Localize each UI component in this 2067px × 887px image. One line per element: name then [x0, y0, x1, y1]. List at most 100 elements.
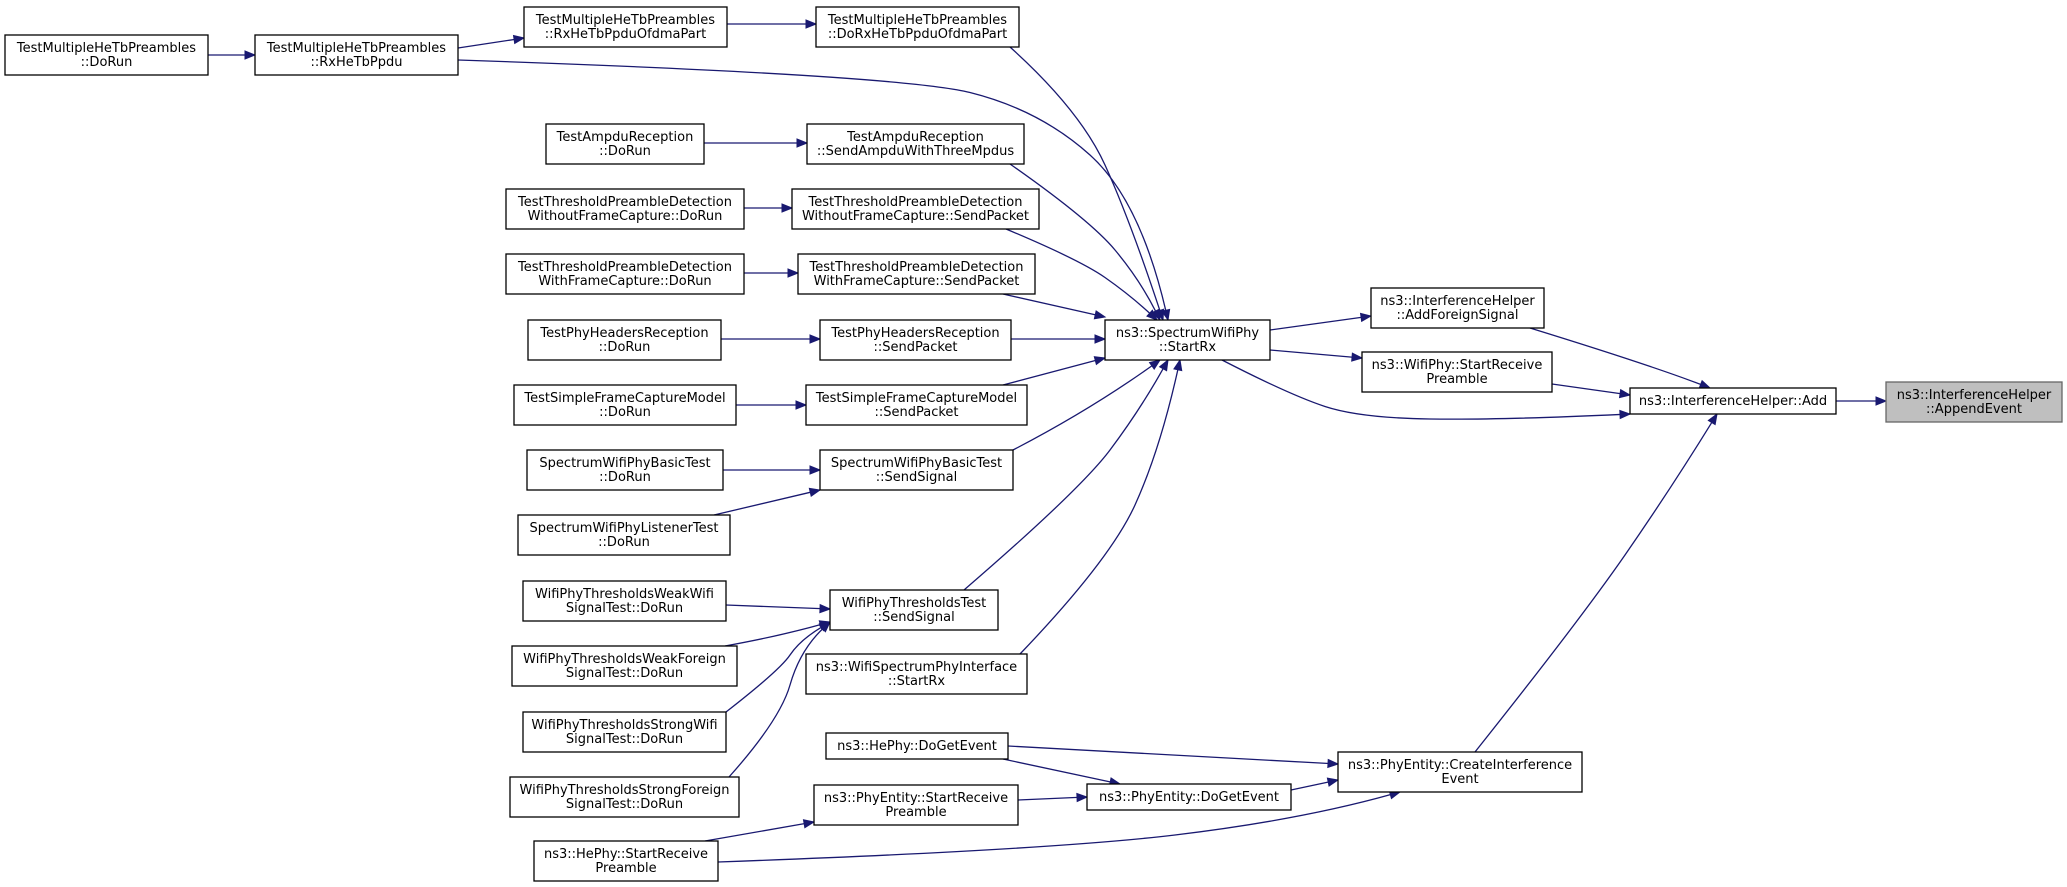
edge-wp_startreceive-to-ih_add	[1551, 383, 1632, 399]
node-tmh-dorxofdma[interactable]: TestMultipleHeTbPreambles::DoRxHeTbPpduO…	[815, 6, 1020, 48]
node-label-line: WifiPhyThresholdsStrongWifi	[531, 718, 717, 733]
node-wptsf-dorun[interactable]: WifiPhyThresholdsStrongForeignSignalTest…	[509, 776, 740, 818]
node-pe-doget[interactable]: ns3::PhyEntity::DoGetEvent	[1086, 783, 1292, 811]
node-box	[813, 784, 1019, 826]
node-swp-startrx[interactable]: ns3::SpectrumWifiPhy::StartRx	[1104, 319, 1271, 361]
edge-wptt_send-to-swp_startrx	[963, 358, 1169, 591]
edge-ttpd_wo_send-to-swp_startrx	[1005, 228, 1158, 321]
arrowhead-icon	[1158, 358, 1169, 372]
arrowhead-icon	[809, 465, 822, 475]
arrowhead-icon	[808, 487, 822, 498]
arrowhead-icon	[1151, 308, 1161, 322]
node-box	[505, 188, 745, 230]
edge-swp_startrx-to-ih_addforeign	[1269, 312, 1373, 331]
arrowhead-icon	[805, 19, 818, 29]
node-box	[791, 188, 1040, 230]
node-tmh-dorun[interactable]: TestMultipleHeTbPreambles::DoRun	[4, 34, 209, 76]
arrowhead-icon	[1326, 777, 1340, 787]
node-tsfcm-send[interactable]: TestSimpleFrameCaptureModel::SendPacket	[805, 384, 1028, 426]
node-label-line: WithFrameCapture::SendPacket	[814, 274, 1020, 289]
edge-swpbt_dorun-to-swpbt_send	[723, 465, 822, 475]
arrowhead-icon	[1093, 310, 1107, 320]
node-label-line: Preamble	[885, 805, 946, 820]
edge-ih_addforeign-to-ih_add	[1529, 327, 1712, 389]
node-tampdu-dorun[interactable]: TestAmpduReception::DoRun	[545, 123, 705, 165]
arrowhead-icon	[1160, 308, 1171, 322]
node-box	[819, 319, 1012, 361]
node-box	[1885, 381, 2063, 423]
edge-tmh_rxofdma-to-tmh_dorxofdma	[727, 19, 818, 29]
edge-ttpd_wo_dorun-to-ttpd_wo_send	[744, 203, 794, 213]
node-label-line: TestPhyHeadersReception	[830, 326, 999, 341]
edge-line	[725, 604, 822, 610]
edge-tampdu_send-to-swp_startrx	[1009, 163, 1161, 322]
node-label-line: WithFrameCapture::DoRun	[538, 274, 711, 289]
edge-line	[1221, 359, 1622, 420]
node-label-line: ns3::PhyEntity::StartReceive	[824, 791, 1008, 806]
edge-line	[1551, 383, 1622, 395]
node-box	[1370, 287, 1545, 329]
node-label-line: TestSimpleFrameCaptureModel	[523, 391, 725, 406]
edge-line	[713, 491, 812, 516]
arrowhead-icon	[1359, 312, 1373, 323]
node-ttpd-wo-send[interactable]: TestThresholdPreambleDetectionWithoutFra…	[791, 188, 1040, 230]
arrowhead-icon	[795, 400, 808, 410]
node-ttpd-w-send[interactable]: TestThresholdPreambleDetectionWithFrameC…	[797, 253, 1036, 295]
node-label-line: ::SendAmpduWithThreeMpdus	[817, 144, 1015, 159]
node-label-line: TestSimpleFrameCaptureModel	[815, 391, 1017, 406]
edge-line	[1269, 316, 1363, 331]
node-label-line: ns3::InterferenceHelper	[1897, 388, 2052, 403]
edge-line	[1012, 364, 1154, 451]
node-swplt-dorun[interactable]: SpectrumWifiPhyListenerTest::DoRun	[517, 514, 731, 556]
node-ttpd-w-dorun[interactable]: TestThresholdPreambleDetectionWithFrameC…	[505, 253, 745, 295]
node-wspi-startrx[interactable]: ns3::WifiSpectrumPhyInterface::StartRx	[805, 653, 1028, 695]
node-wptwf-dorun[interactable]: WifiPhyThresholdsWeakForeignSignalTest::…	[511, 645, 738, 687]
arrowhead-icon	[802, 819, 816, 829]
node-ih-append: ns3::InterferenceHelper::AppendEvent	[1885, 381, 2063, 423]
node-tsfcm-dorun[interactable]: TestSimpleFrameCaptureModel::DoRun	[513, 384, 737, 426]
node-tmh-rxhetbppdu[interactable]: TestMultipleHeTbPreambles::RxHeTbPpdu	[254, 34, 459, 76]
arrowhead-icon	[512, 34, 526, 45]
node-ttpd-wo-dorun[interactable]: TestThresholdPreambleDetectionWithoutFra…	[505, 188, 745, 230]
node-label-line: ::DoRun	[599, 144, 651, 159]
node-hephy-doget[interactable]: ns3::HePhy::DoGetEvent	[825, 732, 1009, 760]
edge-line	[1019, 368, 1179, 655]
edge-line	[717, 793, 1392, 863]
edge-swp_startrx-to-wp_startreceive	[1269, 349, 1364, 362]
node-label-line: ::RxHeTbPpduOfdmaPart	[545, 27, 706, 42]
node-wptt-send[interactable]: WifiPhyThresholdsTest::SendSignal	[829, 589, 999, 631]
node-ih-add[interactable]: ns3::InterferenceHelper::Add	[1629, 387, 1837, 415]
node-label-line: ::SendSignal	[873, 610, 954, 625]
node-label-line: ns3::HePhy::StartReceive	[544, 847, 708, 862]
edge-line	[1017, 796, 1079, 801]
node-swpbt-dorun[interactable]: SpectrumWifiPhyBasicTest::DoRun	[526, 449, 724, 491]
node-label-line: WifiPhyThresholdsWeakForeign	[523, 652, 726, 667]
node-tampdu-send[interactable]: TestAmpduReception::SendAmpduWithThreeMp…	[806, 123, 1025, 165]
node-label-line: WifiPhyThresholdsTest	[842, 596, 987, 611]
node-box	[1629, 387, 1837, 415]
node-swpbt-send[interactable]: SpectrumWifiPhyBasicTest::SendSignal	[819, 449, 1014, 491]
node-label-line: ns3::SpectrumWifiPhy	[1116, 326, 1259, 341]
node-tmh-rxofdma[interactable]: TestMultipleHeTbPreambles::RxHeTbPpduOfd…	[523, 6, 728, 48]
node-wptsw-dorun[interactable]: WifiPhyThresholdsStrongWifiSignalTest::D…	[522, 711, 727, 753]
edge-tmh_dorun-to-tmh_rxhetbppdu	[208, 50, 257, 60]
node-label-line: ::SendPacket	[873, 340, 957, 355]
node-ih-addforeign[interactable]: ns3::InterferenceHelper::AddForeignSigna…	[1370, 287, 1545, 329]
node-tphr-dorun[interactable]: TestPhyHeadersReception::DoRun	[527, 319, 722, 361]
node-label-line: WithoutFrameCapture::SendPacket	[802, 209, 1029, 224]
node-label-line: SignalTest::DoRun	[566, 601, 683, 616]
node-box	[1104, 319, 1271, 361]
node-tphr-send[interactable]: TestPhyHeadersReception::SendPacket	[819, 319, 1012, 361]
node-label-line: WifiPhyThresholdsWeakWifi	[535, 587, 714, 602]
node-wptww-dorun[interactable]: WifiPhyThresholdsWeakWifiSignalTest::DoR…	[522, 580, 727, 622]
node-box	[806, 123, 1025, 165]
node-box	[523, 6, 728, 48]
edge-line	[724, 623, 822, 647]
node-label-line: ::AddForeignSignal	[1397, 308, 1519, 323]
node-label-line: TestMultipleHeTbPreambles	[827, 13, 1007, 28]
